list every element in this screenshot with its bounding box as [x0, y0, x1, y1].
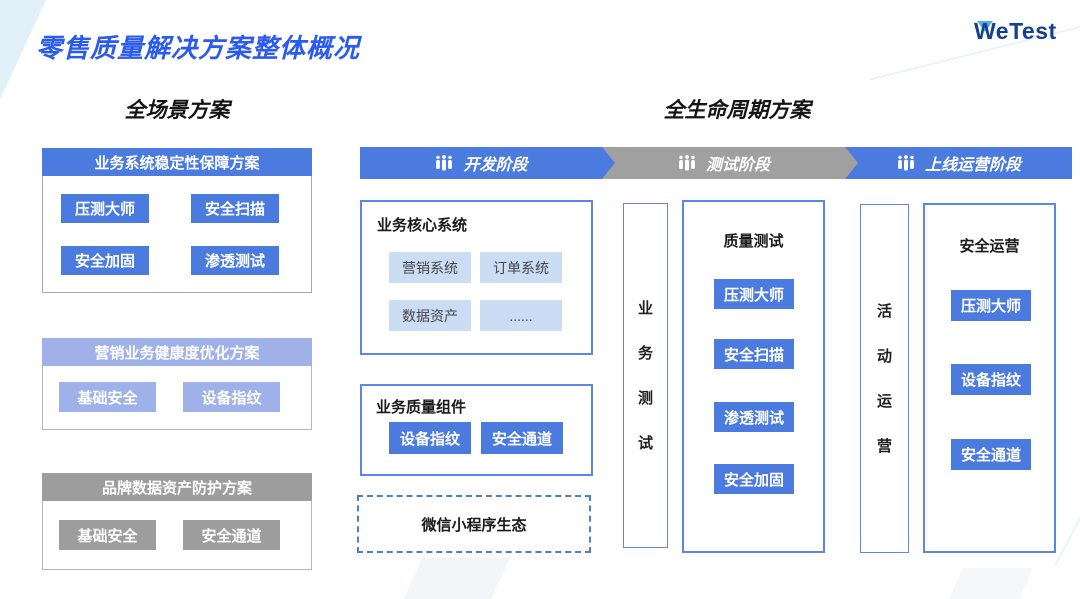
card-title: 品牌数据资产防护方案 [42, 473, 312, 501]
system-chip: 营销系统 [389, 252, 471, 283]
product-tag: 压测大师 [714, 279, 794, 309]
product-tag: 设备指纹 [183, 382, 280, 412]
arrow-right-icon [845, 147, 858, 179]
logo-triangle-icon [977, 21, 993, 32]
product-tag: 安全加固 [714, 464, 794, 494]
panel-security-operations: 安全运营 压测大师 设备指纹 安全通道 [923, 203, 1056, 553]
product-tag: 压测大师 [951, 290, 1031, 321]
phase-label: 上线运营阶段 [924, 157, 1021, 174]
product-tag: 基础安全 [59, 520, 156, 550]
card-body: 压测大师 安全扫描 安全加固 渗透测试 [42, 176, 312, 293]
panel-core-systems: 业务核心系统 营销系统 订单系统 数据资产 ...... [360, 200, 593, 355]
product-tag: 渗透测试 [714, 402, 794, 432]
phase-label: 开发阶段 [463, 157, 528, 174]
panel-title: 安全运营 [959, 238, 1020, 255]
card-title: 业务系统稳定性保障方案 [42, 148, 312, 176]
product-tag: 安全通道 [481, 422, 563, 454]
phase-operations: 上线运营阶段 [845, 147, 1072, 179]
diagonal-line-decoration [1054, 396, 1080, 566]
product-tag: 设备指纹 [389, 422, 471, 454]
panel-title: 业务核心系统 [377, 217, 468, 234]
product-tag: 安全通道 [183, 520, 280, 550]
wetest-logo: WeTest [974, 18, 1057, 44]
product-tag: 安全扫描 [714, 339, 794, 369]
wechat-miniprogram-ecosystem-box: 微信小程序生态 [357, 495, 591, 553]
left-section-heading: 全场景方案 [124, 99, 230, 122]
page-title: 零售质量解决方案整体概况 [36, 33, 361, 63]
parallelogram-decoration [402, 558, 510, 599]
card-brand-data-protection: 品牌数据资产防护方案 基础安全 安全通道 [42, 473, 312, 570]
system-chip: 订单系统 [480, 252, 562, 283]
product-tag: 设备指纹 [951, 364, 1031, 395]
vertical-bar-activity-operations: 活动运营 [860, 204, 909, 553]
card-business-stability: 业务系统稳定性保障方案 压测大师 安全扫描 安全加固 渗透测试 [42, 148, 312, 293]
team-icon [896, 155, 916, 171]
panel-title: 业务质量组件 [376, 399, 467, 416]
right-section-heading: 全生命周期方案 [663, 99, 811, 122]
product-tag: 安全加固 [61, 246, 149, 275]
product-tag: 基础安全 [59, 382, 156, 412]
parallelogram-decoration [946, 568, 1034, 599]
card-marketing-health: 营销业务健康度优化方案 基础安全 设备指纹 [42, 338, 312, 430]
vertical-bar-business-testing: 业务测试 [623, 203, 668, 548]
product-tag: 渗透测试 [191, 246, 279, 275]
product-tag: 安全扫描 [191, 194, 279, 223]
product-tag: 安全通道 [951, 439, 1031, 470]
phase-testing: 测试阶段 [602, 147, 858, 179]
team-icon [677, 155, 697, 171]
ecosystem-label: 微信小程序生态 [421, 516, 527, 534]
panel-quality-components: 业务质量组件 设备指纹 安全通道 [360, 384, 593, 476]
panel-quality-testing: 质量测试 压测大师 安全扫描 渗透测试 安全加固 [682, 200, 825, 553]
arrow-right-icon [602, 147, 615, 179]
team-icon [434, 155, 454, 171]
product-tag: 压测大师 [61, 194, 149, 223]
phase-label: 测试阶段 [705, 157, 770, 174]
system-chip: ...... [480, 300, 562, 331]
card-body: 基础安全 设备指纹 [42, 366, 312, 430]
phase-development: 开发阶段 [360, 147, 615, 179]
system-chip: 数据资产 [389, 300, 471, 331]
card-body: 基础安全 安全通道 [42, 501, 312, 570]
corner-wedge-decoration [0, 0, 46, 100]
panel-title: 质量测试 [723, 233, 784, 250]
card-title: 营销业务健康度优化方案 [42, 338, 312, 366]
